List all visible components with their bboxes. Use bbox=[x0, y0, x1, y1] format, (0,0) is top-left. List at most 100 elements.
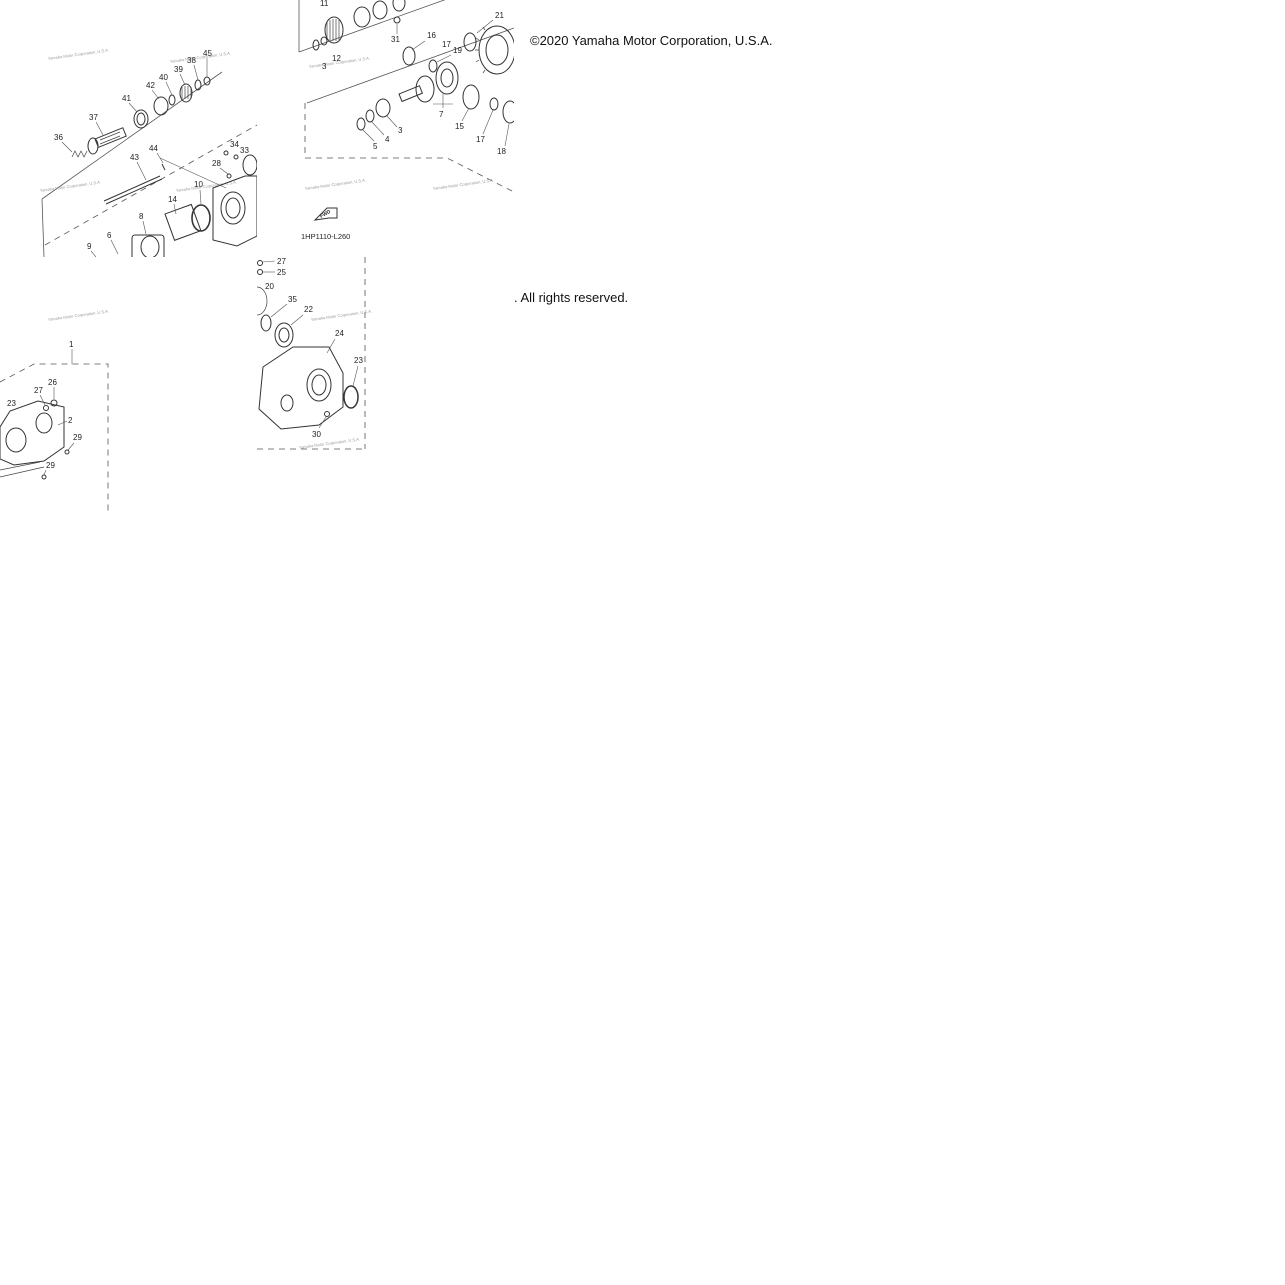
callout-38: 38 bbox=[187, 56, 196, 65]
diagram-tile-lower-middle: Yamaha Motor Corporation, U.S.A. Yamaha … bbox=[257, 257, 514, 514]
gear-part bbox=[462, 84, 514, 124]
exploded-view-shaft-assembly: Yamaha Motor Corporation, U.S.A. Yamaha … bbox=[39, 47, 257, 257]
section-dashed-line bbox=[44, 124, 257, 246]
watermark-text: Yamaha Motor Corporation, U.S.A. bbox=[304, 177, 366, 191]
bearing-part bbox=[375, 98, 391, 118]
case-half-part bbox=[212, 154, 257, 247]
copyright-suffix-text: . All rights reserved. bbox=[514, 290, 629, 305]
callout-19: 19 bbox=[453, 46, 462, 55]
large-gear-part bbox=[475, 25, 514, 75]
fwd-label: FWD bbox=[319, 209, 332, 220]
bearing-part bbox=[463, 32, 477, 52]
callout-3b: 3 bbox=[398, 126, 403, 135]
callout-14: 14 bbox=[168, 195, 177, 204]
watermark-text: Yamaha Motor Corporation, U.S.A. bbox=[432, 177, 494, 191]
seal-part bbox=[260, 314, 272, 332]
watermark-text: Yamaha Motor Corporation, U.S.A. bbox=[47, 308, 109, 322]
callout-26: 26 bbox=[48, 378, 57, 387]
bolt-part bbox=[393, 16, 401, 24]
callout-8: 8 bbox=[139, 212, 144, 221]
bearing-part bbox=[274, 322, 294, 348]
callout-29: 29 bbox=[73, 433, 82, 442]
callout-21: 21 bbox=[495, 11, 504, 20]
callout-6: 6 bbox=[107, 231, 112, 240]
exploded-view-cover: Yamaha Motor Corporation, U.S.A. Yamaha … bbox=[257, 257, 372, 450]
callout-12: 12 bbox=[332, 54, 341, 63]
callout-11: 11 bbox=[320, 0, 329, 8]
callout-23b: 23 bbox=[354, 356, 363, 365]
callout-16: 16 bbox=[427, 31, 436, 40]
callout-40: 40 bbox=[159, 73, 168, 82]
section-line bbox=[298, 0, 446, 53]
callout-9: 9 bbox=[87, 242, 92, 251]
gear-shaft-part bbox=[398, 61, 459, 103]
pin-part bbox=[161, 163, 166, 171]
callout-27: 27 bbox=[34, 386, 43, 395]
callout-1: 1 bbox=[69, 340, 74, 349]
crankcase-part bbox=[0, 400, 65, 478]
callout-22: 22 bbox=[304, 305, 313, 314]
splined-shaft-part bbox=[87, 127, 127, 155]
seal-part bbox=[343, 385, 359, 409]
bearing-stack bbox=[133, 76, 211, 129]
callout-31: 31 bbox=[391, 35, 400, 44]
watermark-text: Yamaha Motor Corporation, U.S.A. bbox=[298, 436, 360, 450]
callout-5: 5 bbox=[373, 142, 378, 151]
callout-23: 23 bbox=[7, 399, 16, 408]
gasket-part bbox=[164, 203, 202, 241]
rod-part bbox=[103, 175, 161, 202]
section-line bbox=[41, 198, 45, 257]
callout-42: 42 bbox=[146, 81, 155, 90]
callout-45: 45 bbox=[203, 49, 212, 58]
bolt-part bbox=[41, 474, 47, 480]
callout-37: 37 bbox=[89, 113, 98, 122]
watermark-text: Yamaha Motor Corporation, U.S.A. bbox=[39, 179, 101, 193]
callout-36: 36 bbox=[54, 133, 63, 142]
bolt-part bbox=[324, 411, 330, 417]
diagram-code: 1HP1110-L260 bbox=[301, 232, 350, 241]
callout-33: 33 bbox=[240, 146, 249, 155]
gear-part bbox=[257, 286, 268, 316]
watermark-text: Yamaha Motor Corporation, U.S.A. bbox=[169, 50, 231, 64]
o-ring-part bbox=[191, 204, 211, 232]
gear-part bbox=[324, 0, 406, 44]
callout-30: 30 bbox=[312, 430, 321, 439]
callout-35: 35 bbox=[288, 295, 297, 304]
callout-28: 28 bbox=[212, 159, 221, 168]
bolt-part bbox=[257, 269, 263, 275]
callout-17b: 17 bbox=[476, 135, 485, 144]
copyright-text: ©2020 Yamaha Motor Corporation, U.S.A. bbox=[530, 33, 773, 48]
bolt-part bbox=[50, 399, 58, 407]
exploded-view-case: Yamaha Motor Corporation, U.S.A. 1 26 27… bbox=[0, 308, 109, 514]
ring-part bbox=[402, 46, 416, 66]
exploded-view-gear-assembly: Yamaha Motor Corporation, U.S.A. Yamaha … bbox=[298, 0, 514, 241]
callout-41: 41 bbox=[122, 94, 131, 103]
fwd-arrow-icon: FWD bbox=[313, 207, 338, 221]
watermark-text: Yamaha Motor Corporation, U.S.A. bbox=[310, 308, 372, 322]
bolt-part bbox=[257, 260, 263, 266]
ring-part bbox=[428, 59, 438, 73]
callout-17: 17 bbox=[442, 40, 451, 49]
diagram-tile-upper-left: Yamaha Motor Corporation, U.S.A. Yamaha … bbox=[0, 0, 257, 257]
callout-27b: 27 bbox=[277, 257, 286, 266]
callout-43: 43 bbox=[130, 153, 139, 162]
callout-15: 15 bbox=[455, 122, 464, 131]
callout-20: 20 bbox=[265, 282, 274, 291]
washer-part bbox=[320, 36, 328, 46]
callout-34: 34 bbox=[230, 140, 239, 149]
spring-part bbox=[71, 150, 88, 158]
section-dashed-line bbox=[305, 157, 514, 193]
callout-39: 39 bbox=[174, 65, 183, 74]
callout-7: 7 bbox=[439, 110, 444, 119]
watermark-text: Yamaha Motor Corporation, U.S.A. bbox=[175, 179, 237, 193]
section-line bbox=[306, 27, 514, 104]
callout-2: 2 bbox=[68, 416, 73, 425]
callout-18: 18 bbox=[497, 147, 506, 156]
callout-29b: 29 bbox=[46, 461, 55, 470]
washer-part bbox=[365, 109, 375, 123]
housing-part bbox=[131, 234, 165, 257]
diagram-tile-upper-middle: Yamaha Motor Corporation, U.S.A. Yamaha … bbox=[257, 0, 514, 257]
callout-10: 10 bbox=[194, 180, 203, 189]
callout-24: 24 bbox=[335, 329, 344, 338]
bolt-part bbox=[43, 405, 49, 411]
